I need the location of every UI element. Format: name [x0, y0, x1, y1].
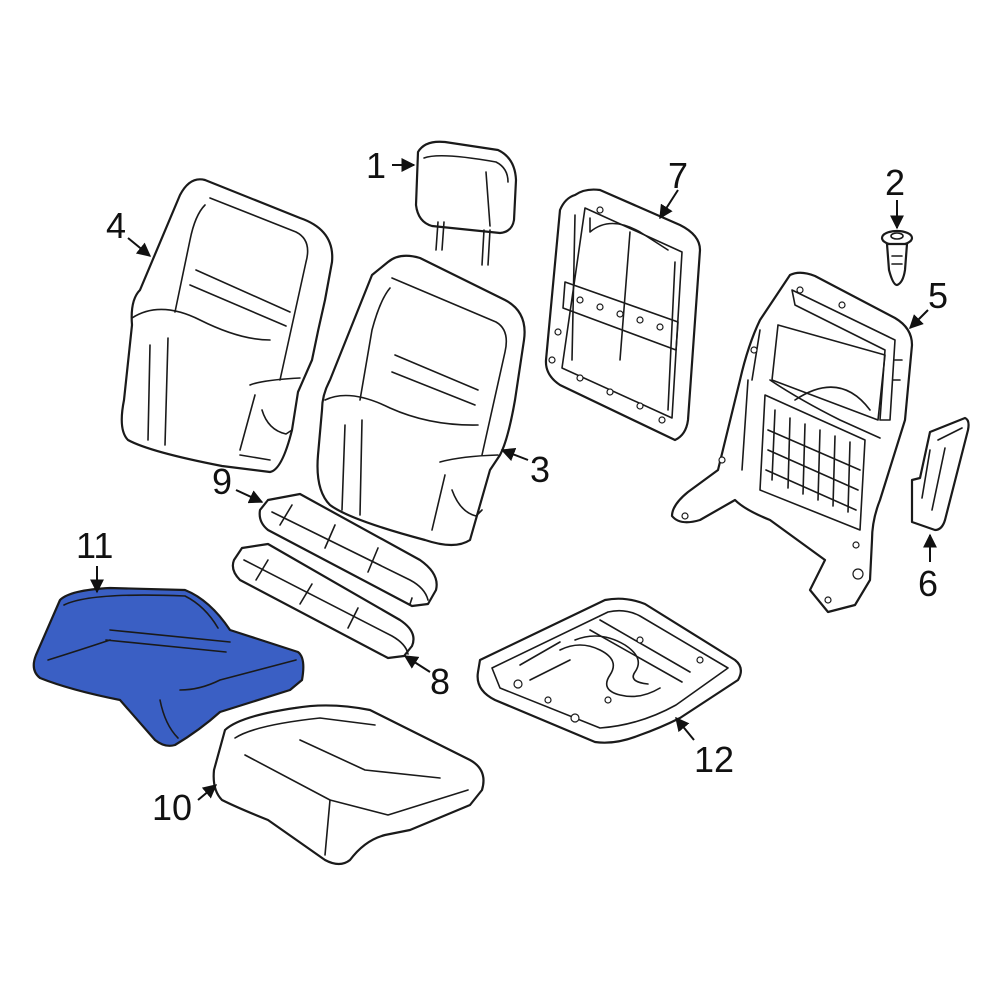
callout-11: 11 — [76, 525, 113, 566]
callout-1: 1 — [366, 145, 386, 186]
callout-6: 6 — [918, 563, 938, 604]
leader-4 — [127, 237, 152, 257]
callout-3: 3 — [530, 449, 550, 490]
part-4-backrest-cover[interactable] — [120, 178, 334, 474]
callout-4: 4 — [106, 205, 126, 246]
leader-9 — [235, 489, 264, 504]
leader-10 — [197, 784, 218, 801]
part-1-headrest[interactable] — [414, 140, 518, 266]
part-11-seat-cover[interactable] — [32, 586, 305, 747]
part-9-bolster-upper[interactable] — [258, 492, 438, 608]
leader-5 — [909, 309, 929, 329]
leader-12 — [675, 716, 695, 741]
part-12-seat-pan[interactable] — [476, 597, 742, 744]
part-5-seatback-frame[interactable] — [670, 271, 914, 614]
callout-12: 12 — [694, 739, 734, 780]
callout-7: 7 — [668, 155, 688, 196]
part-6-side-trim[interactable] — [910, 416, 970, 532]
leader-8 — [403, 655, 431, 673]
callout-8: 8 — [430, 661, 450, 702]
callout-10: 10 — [152, 787, 192, 828]
callout-5: 5 — [928, 275, 948, 316]
leader-3 — [500, 447, 529, 462]
part-2-clip[interactable] — [880, 229, 914, 287]
part-3-backrest-pad[interactable] — [316, 254, 526, 547]
part-7-back-panel[interactable] — [544, 188, 702, 442]
callout-2: 2 — [885, 162, 905, 203]
callout-9: 9 — [212, 461, 232, 502]
leader-7 — [659, 189, 679, 220]
part-10-seat-pad[interactable] — [212, 704, 485, 866]
